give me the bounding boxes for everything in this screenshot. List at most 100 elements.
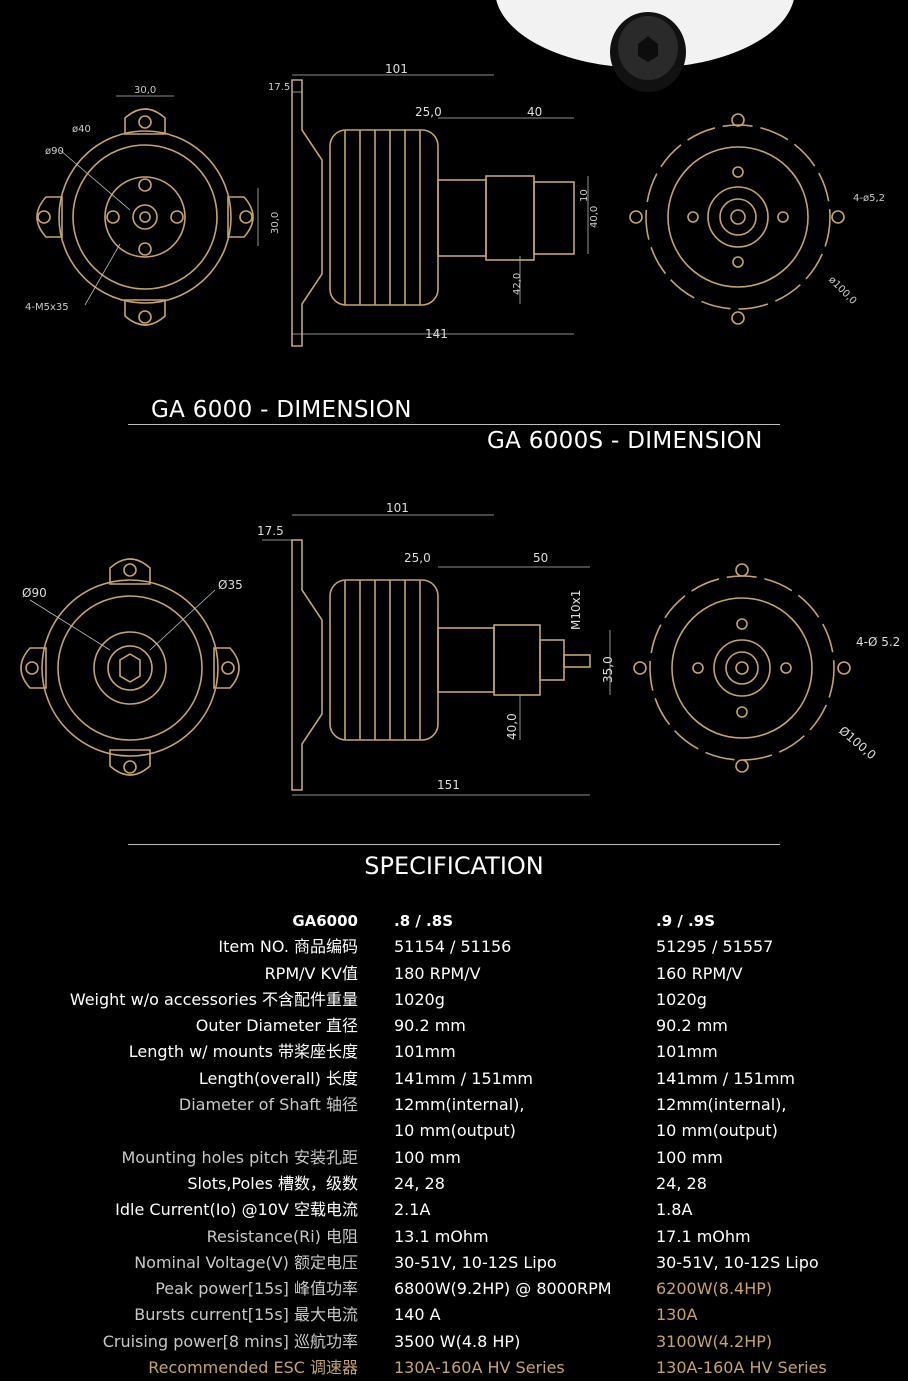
dim-holes: 4-ø5,2 [853,193,885,204]
dim2-holes: 4-Ø 5.2 [856,635,900,649]
spec-row: RPM/V KV值 180 RPM/V 160 RPM/V [0,961,908,987]
dim-30-v: 30,0 [270,212,281,234]
spec-value-col1: 101mm [394,1042,456,1062]
dim-screws: 4-M5x35 [25,302,69,313]
spec-value-col1: 2.1A [394,1200,431,1220]
dim-10: 10 [579,189,590,202]
spec-row: Length(overall) 长度 141mm / 151mm 141mm / 1… [0,1066,908,1092]
dim-d90: ø90 [45,146,64,157]
spec-row: Cruising power[8 mins] 巡航功率 3500 W(4.8 HP… [0,1329,908,1355]
dim-d40: ø40 [72,124,91,135]
spec-value-col1: 12mm(internal), [394,1095,525,1115]
ga6000s-drawing-svg: 101 17.5 25,0 50 151 M10x1 35,0 40,0 Ø90… [20,501,900,796]
dim-shaft-dia: 40,0 [589,206,600,228]
ga6000-dimension-title: GA 6000 - DIMENSION [151,397,412,423]
dim-42: 42,0 [512,273,523,295]
spec-value-col2: 141mm / 151mm [656,1068,795,1088]
spec-header-row: GA6000 .8 / .8S .9 / .9S [0,908,908,934]
dim-101: 101 [385,62,408,76]
spec-value-col1: 30-51V, 10-12S Lipo [394,1252,557,1272]
dim2-d90: Ø90 [22,586,47,600]
spec-value-col1: 100 mm [394,1147,461,1167]
spec-value-col2: 3100W(4.2HP) [656,1331,773,1351]
spec-label: Idle Current(Io) @10V 空载电流 [115,1200,358,1220]
spec-value-col1: 141mm / 151mm [394,1068,533,1088]
dim2-25: 25,0 [404,551,431,565]
spec-value-col1: 51154 / 51156 [394,937,512,957]
title-divider [128,424,780,425]
spec-value-col2: 6200W(8.4HP) [656,1279,773,1299]
dim2-101: 101 [386,501,409,515]
spec-value-col2: 130A-160A HV Series [656,1358,827,1378]
spec-value-col2: 160 RPM/V [656,963,743,983]
spec-label: Resistance(Ri) 电阻 [206,1226,358,1246]
spec-row: Mounting holes pitch 安装孔距 100 mm 100 mm [0,1145,908,1171]
spec-value-col2: 101mm [656,1042,718,1062]
dim-40: 40 [527,105,542,119]
dim-30-h: 30,0 [134,85,156,96]
spec-label: Peak power[15s] 峰值功率 [155,1279,358,1299]
spec-value-col1: 90.2 mm [394,1016,466,1036]
spec-value-col2: 24, 28 [656,1173,707,1193]
spec-label: Cruising power[8 mins] 巡航功率 [102,1331,358,1351]
spec-value-col2: 90.2 mm [656,1016,728,1036]
spec-header-label: GA6000 [292,912,358,930]
specification-table: GA6000 .8 / .8S .9 / .9S Item NO. 商品编码 51… [0,908,908,1381]
dim-141: 141 [425,327,448,341]
dim2-17-5: 17.5 [257,524,284,538]
dim2-d35: Ø35 [218,578,243,592]
dim2-thread: M10x1 [569,590,583,630]
ga6000-dimension-drawing: 101 17.5 25,0 40 141 10 40,0 42,0 30,0 3… [0,55,908,385]
spec-value-col2: 130A [656,1305,698,1325]
dim-25: 25,0 [415,105,442,119]
spec-value-col2: 12mm(internal), [656,1095,787,1115]
spec-header-col1: .8 / .8S [394,912,453,930]
spec-value-col2: 30-51V, 10-12S Lipo [656,1252,819,1272]
spec-label: Item NO. 商品编码 [218,937,358,957]
dim-pcd: ø100,0 [826,274,858,306]
spec-divider [128,844,780,845]
ga6000s-dimension-title: GA 6000S - DIMENSION [487,428,763,454]
spec-value-col1: 6800W(9.2HP) @ 8000RPM [394,1279,612,1299]
spec-label: Weight w/o accessories 不含配件重量 [69,989,358,1009]
spec-label: Length(overall) 长度 [198,1068,358,1088]
spec-row: Length w/ mounts 带桨座长度 101mm 101mm [0,1039,908,1065]
spec-value-col1: 180 RPM/V [394,963,481,983]
dim2-shaft-dia: 35,0 [601,656,615,683]
specification-title: SPECIFICATION [364,852,544,880]
spec-value-col1: 3500 W(4.8 HP) [394,1331,521,1351]
spec-value-col1: 1020g [394,989,445,1009]
dim2-pcd: Ø100,0 [836,723,879,762]
spec-row: Weight w/o accessories 不含配件重量 1020g 1020g [0,987,908,1013]
spec-label: Nominal Voltage(V) 额定电压 [134,1252,358,1272]
ga6000s-dimension-drawing: 101 17.5 25,0 50 151 M10x1 35,0 40,0 Ø90… [0,495,908,805]
spec-value-col1: 140 A [394,1305,441,1325]
dim2-40: 40,0 [505,713,519,740]
dim-17-5: 17.5 [268,82,290,93]
spec-value-col2: 100 mm [656,1147,723,1167]
spec-value-col1: 130A-160A HV Series [394,1358,565,1378]
spec-value-col2: 51295 / 51557 [656,937,774,957]
spec-label: Outer Diameter 直径 [195,1016,358,1036]
spec-label: Bursts current[15s] 最大电流 [134,1305,358,1325]
spec-row: 10 mm(output)10 mm(output) [0,1118,908,1144]
spec-row: Bursts current[15s] 最大电流 140 A 130A [0,1302,908,1328]
dim2-151: 151 [437,778,460,792]
spec-label: Length w/ mounts 带桨座长度 [128,1042,358,1062]
spec-label: Mounting holes pitch 安装孔距 [121,1147,358,1167]
spec-row: Item NO. 商品编码 51154 / 51156 51295 / 51557 [0,934,908,960]
spec-header-col2: .9 / .9S [656,912,715,930]
spec-value-col2: 17.1 mOhm [656,1226,751,1246]
spec-row: Nominal Voltage(V) 额定电压 30-51V, 10-12S Li… [0,1250,908,1276]
spec-label: RPM/V KV值 [264,963,358,983]
spec-value-col2: 1020g [656,989,707,1009]
spec-row: Outer Diameter 直径 90.2 mm 90.2 mm [0,1013,908,1039]
spec-label: Slots,Poles 槽数，级数 [187,1173,358,1193]
ga6000-drawing-svg: 101 17.5 25,0 40 141 10 40,0 42,0 30,0 3… [25,62,885,347]
spec-row: Peak power[15s] 峰值功率 6800W(9.2HP) @ 8000R… [0,1276,908,1302]
